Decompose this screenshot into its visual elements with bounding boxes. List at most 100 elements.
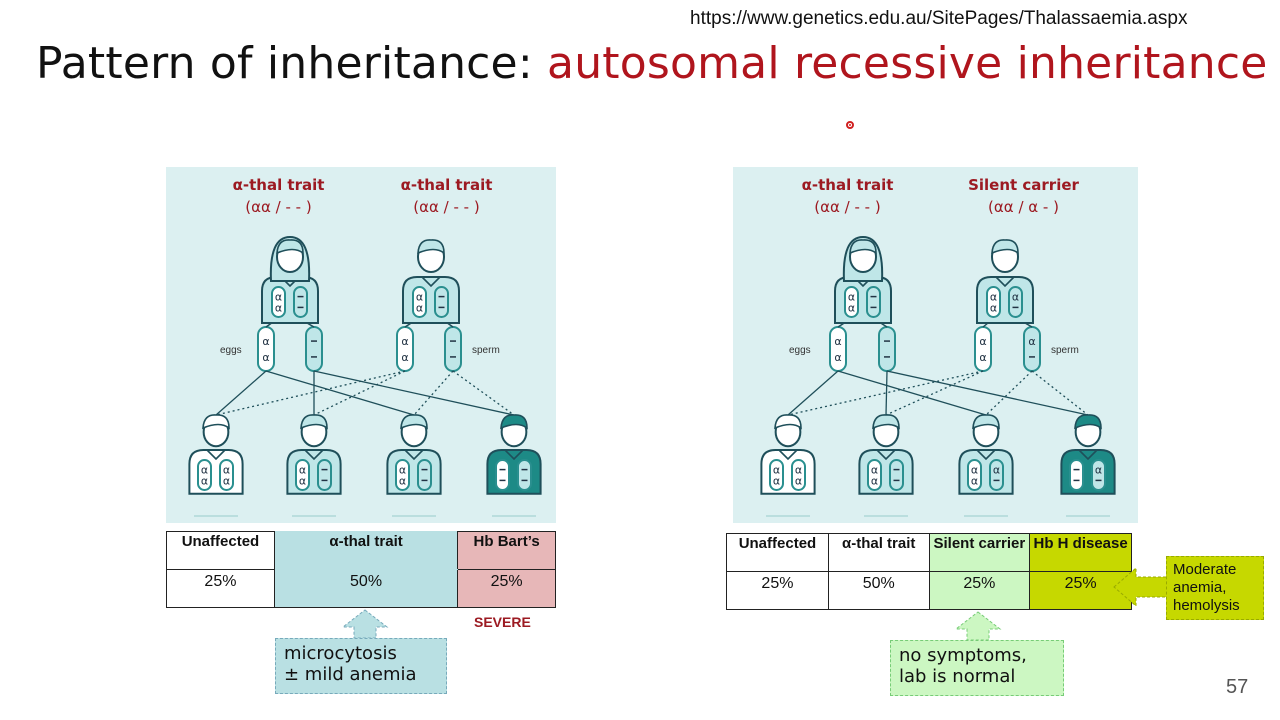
collar: [976, 449, 996, 461]
father-figure: αα: [402, 239, 460, 324]
chromosome-right: [889, 459, 904, 491]
chromosome-right: [866, 286, 881, 318]
gamete-1: [305, 326, 323, 372]
hair-top: [300, 414, 328, 430]
left-mother-genotype: (αα / - - ): [245, 198, 312, 216]
collar: [504, 449, 524, 461]
right-value-silent: 25%: [928, 571, 1031, 610]
alpha-gene-label: α: [871, 464, 878, 477]
alpha-gene-label: α: [275, 291, 282, 304]
alpha-gene-label: α: [773, 474, 780, 487]
chromosome-left: [495, 459, 510, 491]
alpha-gene-label: α: [401, 351, 408, 364]
hair-top: [1074, 414, 1102, 430]
collar: [876, 449, 896, 461]
chromosome-left: αα: [986, 286, 1001, 318]
collar: [404, 449, 424, 461]
right-header-silent: Silent carrier: [928, 533, 1031, 572]
eggs-label: eggs: [789, 345, 811, 356]
left-header-trait: α-thal trait: [273, 531, 459, 570]
alpha-gene-label: α: [795, 464, 802, 477]
right-callout-arrow: [954, 611, 1002, 641]
chromosome-right: [417, 459, 432, 491]
cross-line-6: [985, 370, 1033, 416]
cross-line-5: [885, 370, 984, 416]
chromosome-left: αα: [412, 286, 427, 318]
alpha-gene-label: α: [416, 291, 423, 304]
left-note-box: microcytosis ± mild anemia: [275, 638, 447, 694]
right-father-label: Silent carrier: [968, 176, 1079, 194]
alpha-gene-label: α: [299, 464, 306, 477]
gamete-3: [444, 326, 462, 372]
left-father-genotype: (αα / - - ): [413, 198, 480, 216]
hair-top: [872, 414, 900, 430]
hair-top: [849, 239, 877, 255]
cross-line-3: [886, 370, 1089, 416]
left-inheritance-diagram: α-thal trait (αα / - - ) α-thal trait (α…: [166, 167, 556, 523]
chromosome-left: αα: [769, 459, 784, 491]
alpha-gene-label: α: [773, 464, 780, 477]
right-note-box: no symptoms, lab is normal: [890, 640, 1064, 696]
mother-figure: αα: [834, 235, 892, 324]
hair-top: [202, 414, 230, 430]
left-value-trait: 50%: [273, 569, 459, 608]
right-header-hbh: Hb H disease: [1029, 533, 1132, 572]
chromosome-left: αα: [967, 459, 982, 491]
collar: [206, 449, 226, 461]
body-outline: [976, 276, 1034, 324]
left-note-line-2: ± mild anemia: [284, 664, 417, 685]
father-figure: ααα: [976, 239, 1034, 324]
collar: [995, 276, 1015, 288]
mother-figure: αα: [261, 235, 319, 324]
chromosome-right: α: [989, 459, 1004, 491]
alpha-gene-label: α: [1012, 291, 1019, 304]
body-outline: [834, 276, 892, 324]
title-highlight: autosomal recessive inheritance: [547, 38, 1268, 89]
child-figure-2: αα: [286, 414, 342, 495]
alpha-gene-label: α: [399, 474, 406, 487]
left-outcome-table: Unaffected α-thal trait Hb Bart’s 25% 50…: [166, 531, 556, 608]
alpha-gene-label: α: [201, 464, 208, 477]
severe-label: SEVERE: [474, 614, 531, 630]
eggs-label: eggs: [220, 345, 242, 356]
gamete-3: α: [1023, 326, 1041, 372]
chromosome-left: αα: [844, 286, 859, 318]
hair-top: [774, 414, 802, 430]
alpha-gene-label: α: [1095, 464, 1102, 477]
alpha-gene-label: α: [399, 464, 406, 477]
right-mother-genotype: (αα / - - ): [814, 198, 881, 216]
alpha-gene-label: α: [990, 291, 997, 304]
left-mother-label: α-thal trait: [232, 176, 325, 194]
right-value-hbh: 25%: [1029, 571, 1132, 610]
right-note-line-2: lab is normal: [899, 666, 1016, 687]
side-note-line-2: anemia,: [1173, 579, 1227, 596]
gamete-2: αα: [396, 326, 414, 372]
collar: [778, 449, 798, 461]
gamete-1: [878, 326, 896, 372]
alpha-gene-label: α: [401, 335, 408, 348]
alpha-gene-label: α: [223, 464, 230, 477]
left-father-label: α-thal trait: [400, 176, 493, 194]
collar: [304, 449, 324, 461]
cross-line-4: [787, 370, 984, 416]
hair-top: [400, 414, 428, 430]
child-figure-3: αα: [386, 414, 442, 495]
chromosome-left: αα: [271, 286, 286, 318]
chromosome-right: [293, 286, 308, 318]
child-figure-2: αα: [858, 414, 914, 495]
right-note-line-1: no symptoms,: [899, 645, 1027, 666]
pointer-icon: [846, 121, 854, 129]
alpha-gene-label: α: [299, 474, 306, 487]
body-outline: [261, 276, 319, 324]
hair-top: [972, 414, 1000, 430]
left-note-line-1: microcytosis: [284, 643, 397, 664]
hair-top: [991, 239, 1019, 255]
cross-line-7: [1031, 370, 1089, 416]
side-callout-arrow: [1113, 566, 1170, 608]
cross-line-1: [265, 370, 415, 416]
alpha-gene-label: α: [871, 474, 878, 487]
alpha-gene-label: α: [971, 464, 978, 477]
left-value-unaffected: 25%: [166, 569, 275, 608]
